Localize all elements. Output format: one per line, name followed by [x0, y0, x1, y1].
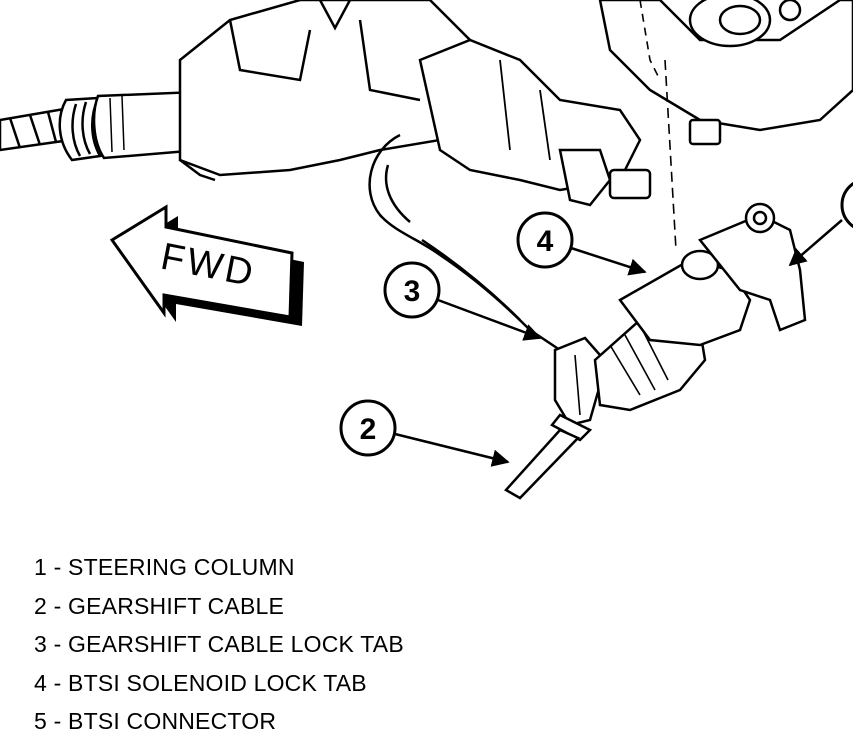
legend-item-2: 2 - GEARSHIFT CABLE: [34, 592, 285, 619]
gearshift-cable: [504, 428, 581, 500]
callout-4: 4: [516, 211, 647, 276]
callout-1-partial: [788, 181, 853, 267]
legend-item-1: 1 - STEERING COLUMN: [34, 554, 295, 580]
legend-item-4: 4 - BTSI SOLENOID LOCK TAB: [34, 669, 367, 696]
callout-4-label: 4: [537, 225, 554, 258]
steering-column-diagram: 4 3 2 FWD: [0, 0, 853, 500]
callout-3: 3: [383, 261, 542, 341]
legend-item-5: 5 - BTSI CONNECTOR: [34, 708, 277, 734]
callout-2-label: 2: [360, 413, 377, 446]
callout-3-label: 3: [404, 275, 421, 308]
btsi-connector-assembly: [550, 202, 807, 442]
lock-housing: [418, 0, 853, 251]
forward-arrow-icon: FWD: [109, 204, 304, 326]
legend-item-3: 3 - GEARSHIFT CABLE LOCK TAB: [34, 631, 404, 657]
callout-2: 2: [339, 399, 510, 467]
steering-shaft: [0, 90, 202, 162]
parts-legend: 1 - STEERING COLUMN 2 - GEARSHIFT CABLE …: [34, 548, 404, 740]
